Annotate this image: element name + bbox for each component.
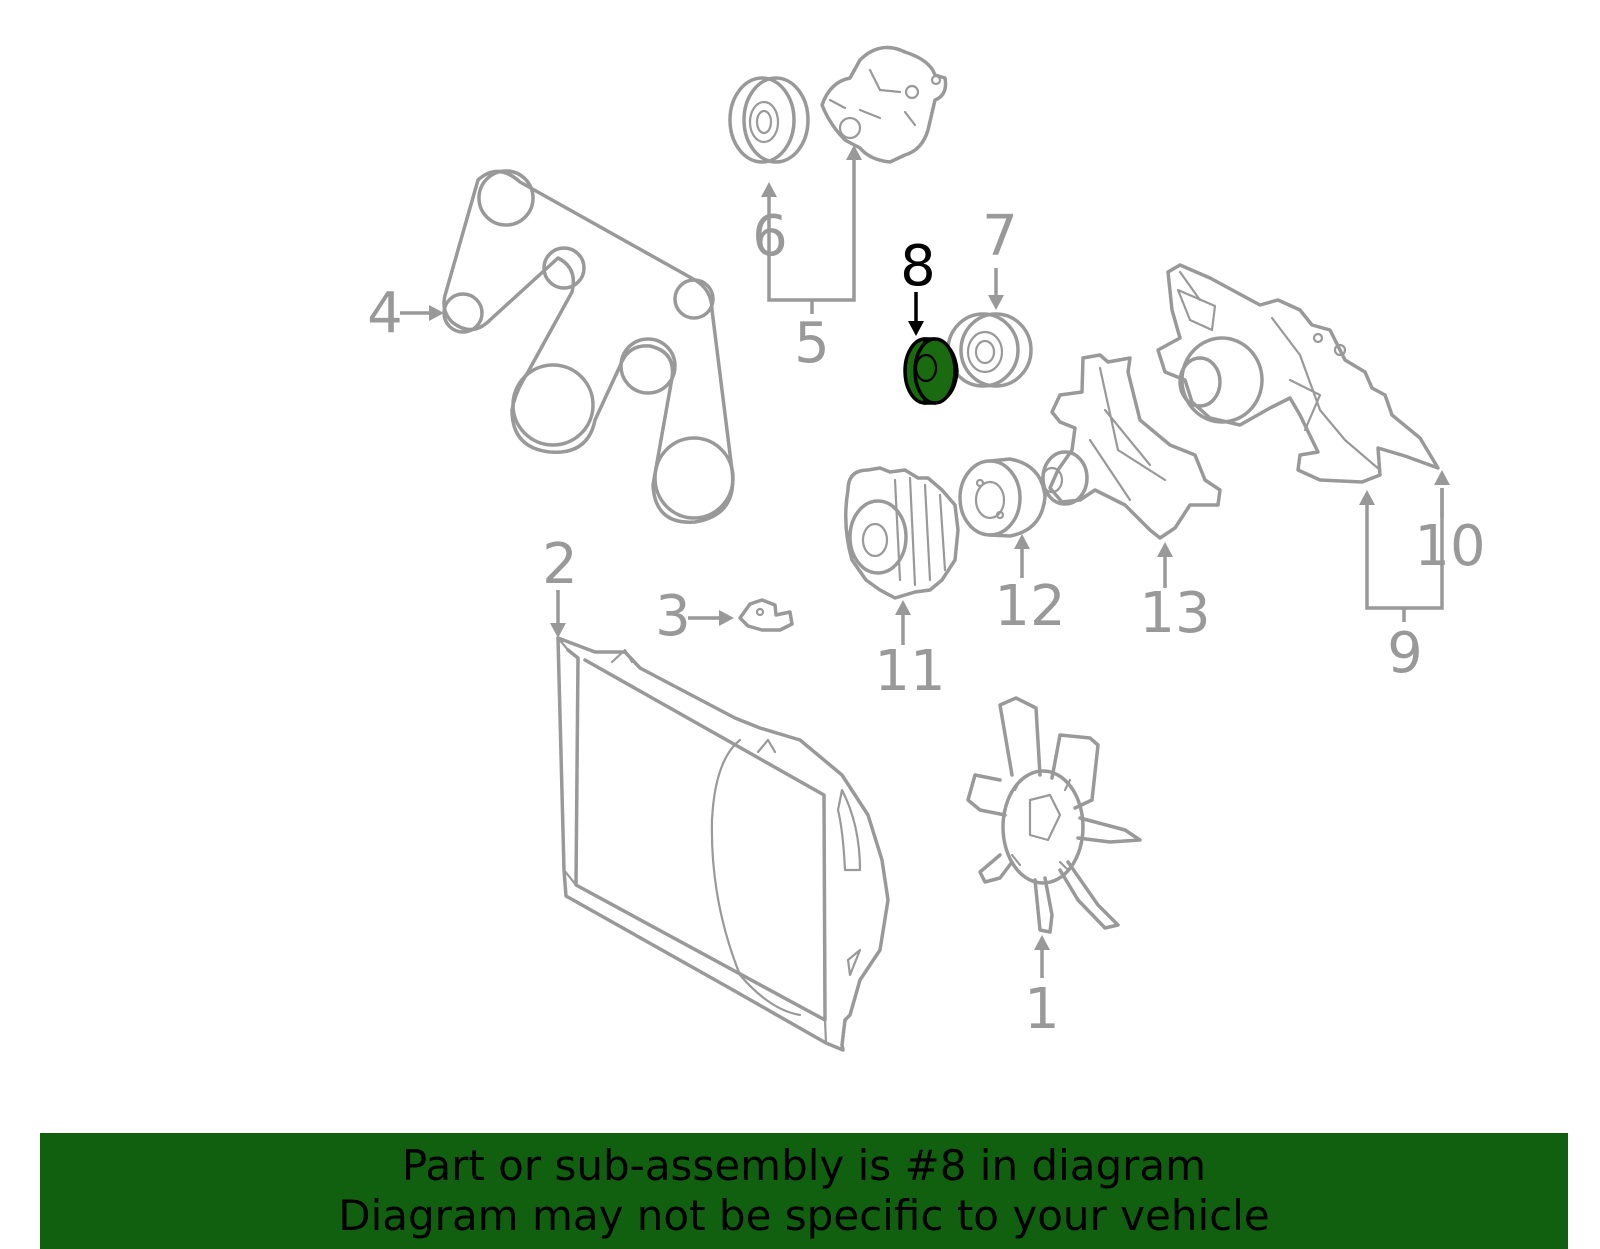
callout-11[interactable]: 11 [874,639,945,704]
leader-lines [400,145,1450,978]
part-1-cooling-fan[interactable] [966,696,1142,934]
part-3-clip[interactable] [738,598,794,632]
callout-6[interactable]: 6 [752,204,788,269]
callout-labels: 1 2 3 4 5 6 7 8 9 10 11 12 13 [367,204,1485,1042]
part-12-pulley[interactable] [958,457,1047,538]
callout-7[interactable]: 7 [982,204,1018,269]
part-11-fan-clutch[interactable] [844,466,960,600]
part-13-fan-bracket[interactable] [1040,353,1222,540]
part-6-idler-pulley[interactable] [728,76,810,164]
part-4-serpentine-belt[interactable] [442,169,735,524]
callout-12[interactable]: 12 [994,574,1065,639]
part-9-10-water-pump-housing[interactable] [1156,263,1440,484]
info-banner: Part or sub-assembly is #8 in diagram Di… [40,1133,1568,1249]
callout-13[interactable]: 13 [1139,581,1210,646]
callout-2[interactable]: 2 [542,532,578,597]
callout-8-highlighted[interactable]: 8 [900,234,936,299]
callout-4[interactable]: 4 [367,281,403,346]
part-7-pulley[interactable] [946,312,1033,388]
callout-3[interactable]: 3 [655,584,691,649]
banner-line-disclaimer: Diagram may not be specific to your vehi… [338,1191,1270,1240]
callout-10[interactable]: 10 [1414,514,1485,579]
callout-9[interactable]: 9 [1387,621,1423,686]
callout-1[interactable]: 1 [1024,977,1060,1042]
part-8-seal-highlighted[interactable] [903,337,959,405]
part-2-fan-shroud[interactable] [556,636,890,1052]
banner-line-part-number: Part or sub-assembly is #8 in diagram [401,1141,1207,1190]
callout-5[interactable]: 5 [794,311,830,376]
part-5-belt-tensioner[interactable] [820,45,948,164]
